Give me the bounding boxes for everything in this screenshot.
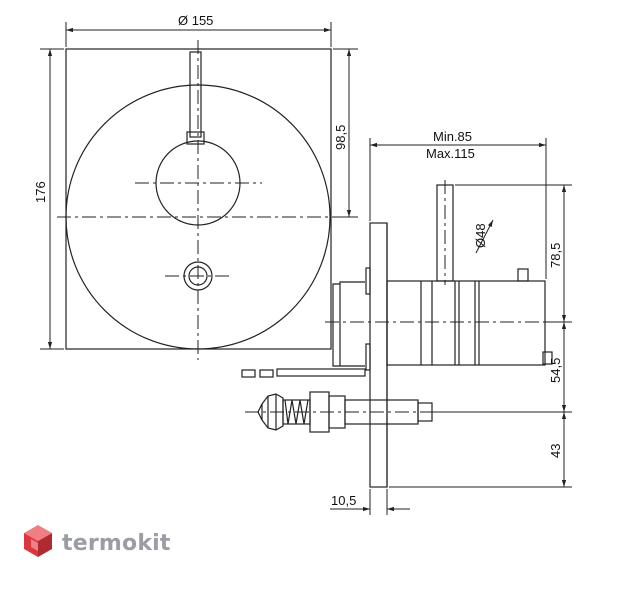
side-flange [369,222,388,488]
lever-base [186,131,205,145]
logo-inner-face [31,539,38,551]
small-plate-2 [259,369,274,378]
termokit-logo-icon [24,525,52,557]
dim-plate-diameter: Ø 155 [178,13,213,28]
dim-handle-diameter: Ø48 [473,223,488,248]
side-dimensions [330,138,572,515]
dim-height-top: 78,5 [548,243,563,268]
side-centerlines [245,180,560,413]
small-plate-1 [241,369,256,378]
dim-depth-min: Min.85 [433,129,472,144]
dim-height-bottom: 43 [548,444,563,458]
wall-box [332,281,365,367]
dim-depth-max: Max.115 [426,146,475,161]
side-view [241,184,553,488]
flange-stud-top [365,267,371,295]
lever-stem [189,51,202,138]
small-plate-3 [276,368,366,377]
front-dimensions [40,22,358,350]
dim-lever-offset: 98,5 [333,125,348,150]
dim-plate-thickness: 10,5 [331,493,356,508]
dim-plate-height: 176 [33,181,48,203]
side-pin-bottom [542,351,553,365]
flange-stud-bottom [365,343,371,371]
dim-height-mid: 54,5 [548,358,563,383]
front-centerlines [57,40,345,360]
diverter-head [257,393,284,431]
brand-name: termokit [62,531,171,556]
side-pin-top [517,268,529,282]
logo-right-face [38,533,52,557]
handle-body [386,280,546,366]
